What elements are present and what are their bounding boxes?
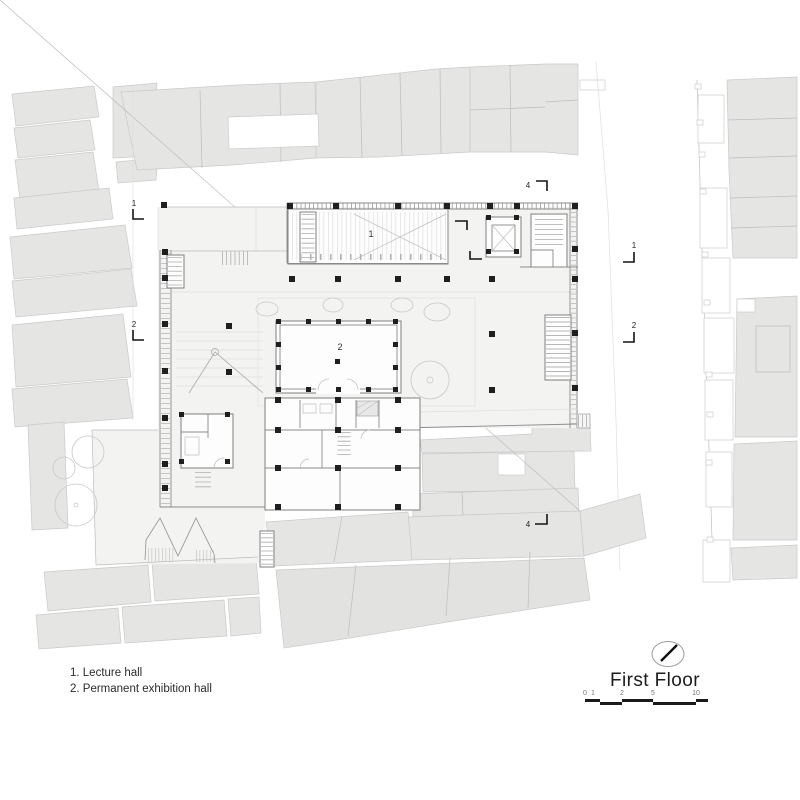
stair-south [259, 530, 275, 568]
entrance-zigzag [144, 516, 216, 564]
scale-label-5: 5 [651, 690, 655, 697]
stair-room-northeast [520, 213, 578, 268]
title-block: First Floor 0 1 2 5 10 [580, 638, 730, 708]
context-buildings-bottom-left [35, 556, 262, 650]
scale-label-1: 1 [591, 690, 595, 697]
section-markers: 1 2 1 2 4 4 [132, 180, 637, 529]
section-marker-left-bottom: 2 [132, 320, 137, 329]
room-exhibition-hall [275, 320, 402, 394]
section-marker-top: 4 [526, 181, 531, 190]
museum-building: 1 2 [52, 202, 591, 568]
section-marker-bottom: 4 [526, 520, 531, 529]
legend: 1. Lecture hall 2. Permanent exhibition … [70, 666, 212, 697]
west-wing-stair [166, 254, 185, 289]
courtyard-ramp [176, 331, 264, 394]
scale-label-2: 2 [620, 690, 624, 697]
room-label-exhibition-hall: 2 [337, 342, 342, 352]
drawing-title: First Floor [610, 670, 700, 691]
trees [52, 297, 451, 527]
legend-item-lecture-hall: 1. Lecture hall [70, 667, 143, 679]
section-marker-right-bottom: 2 [632, 321, 637, 330]
room-lecture-hall [286, 203, 449, 265]
scale-label-0: 0 [583, 690, 587, 697]
section-marker-right-top: 1 [632, 241, 637, 250]
room-label-lecture-hall: 1 [368, 229, 373, 239]
scale-label-10: 10 [692, 690, 700, 697]
stair-exterior-southeast [576, 413, 591, 429]
west-wing-room [180, 413, 234, 490]
north-arrow-icon [651, 641, 685, 667]
stair-east [544, 314, 572, 381]
legend-item-exhibition-hall: 2. Permanent exhibition hall [70, 682, 212, 695]
context-buildings-right-strip [595, 61, 798, 583]
context-buildings-top [120, 63, 606, 171]
section-marker-left-top: 1 [132, 199, 137, 208]
section-cut-marks [455, 220, 482, 260]
columns [161, 202, 578, 510]
south-block [264, 397, 421, 511]
